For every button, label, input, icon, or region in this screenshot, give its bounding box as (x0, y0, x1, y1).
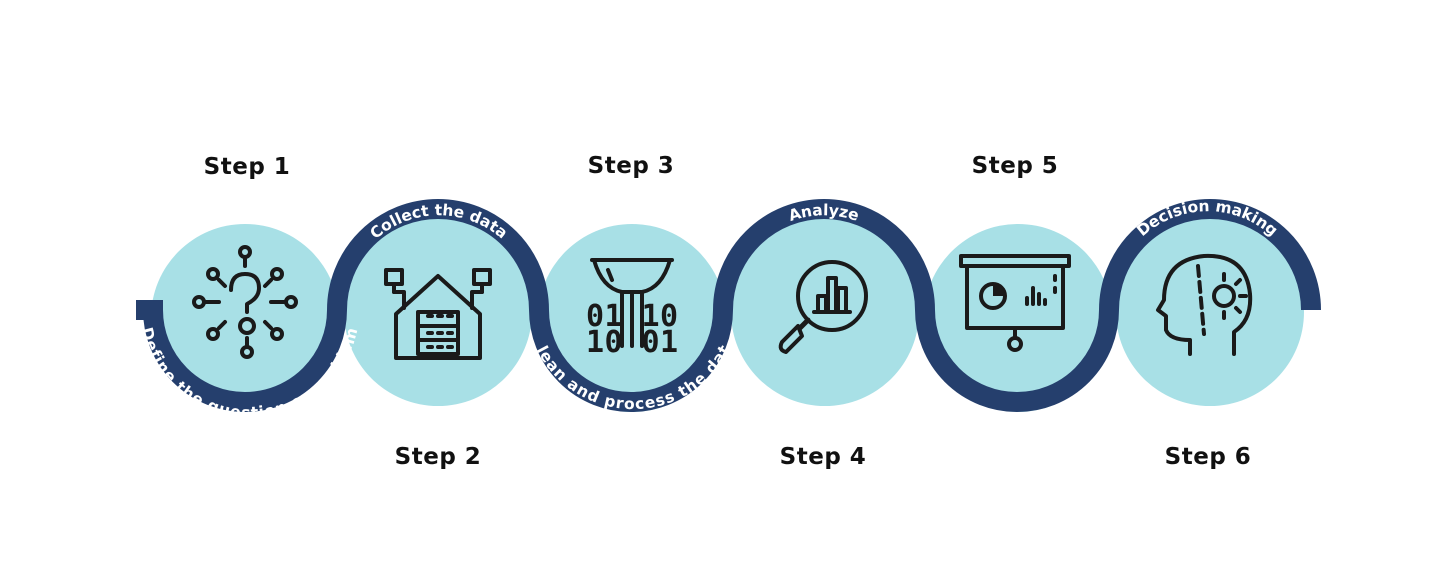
step-4-caption: Analyze (786, 201, 861, 225)
binary-bottom-text: 10 01 (586, 325, 678, 360)
head-gear-icon (1156, 253, 1253, 356)
data-filter-funnel-icon: 01 10 10 01 (586, 258, 678, 360)
magnifier-chart-icon (778, 260, 868, 354)
data-warehouse-icon (384, 268, 492, 360)
step-6-label: Step 6 (1164, 444, 1252, 470)
step-5-label: Step 5 (971, 153, 1059, 179)
step-3-label: Step 3 (587, 153, 675, 179)
binary-top-text: 01 10 (586, 299, 678, 334)
step-6-circle (1116, 218, 1304, 406)
step-4-label: Step 4 (779, 444, 867, 470)
serpentine-band (136, 199, 1321, 412)
question-network-icon (192, 245, 298, 359)
step-1-label: Step 1 (203, 154, 291, 180)
step-2-label: Step 2 (394, 444, 482, 470)
presentation-board-icon (959, 254, 1071, 352)
